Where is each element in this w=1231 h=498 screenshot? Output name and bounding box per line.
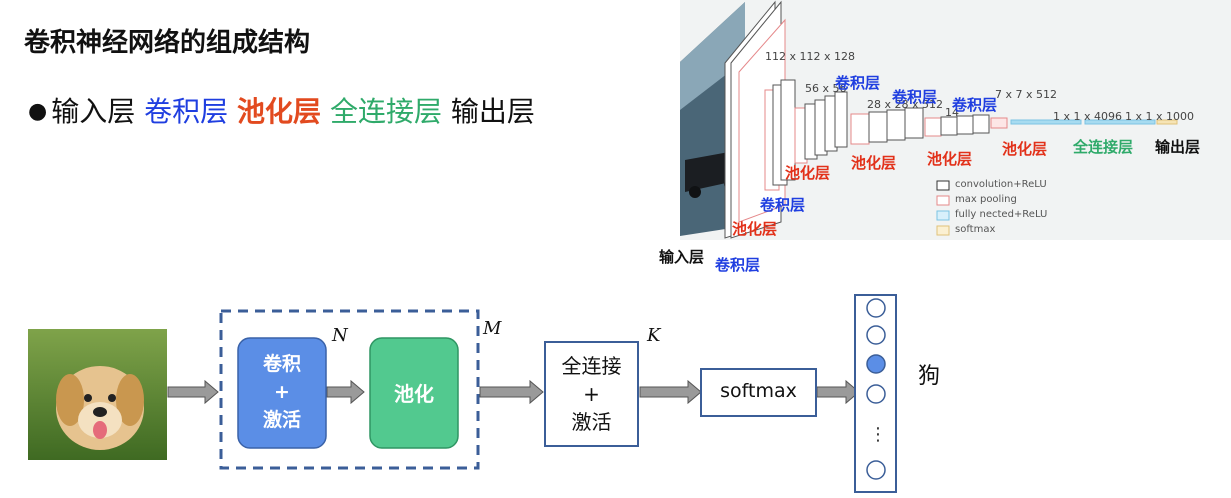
pool-box-label: 池化 [394, 382, 434, 406]
arrow-right-icon [167, 379, 219, 405]
annot-pool: 池化层 [1002, 140, 1048, 158]
layer-conv: 卷积层 [144, 95, 229, 128]
dim-label: 1 x 1 x 4096 [1053, 110, 1122, 123]
repeat-n-label: N [332, 325, 348, 346]
annot-conv: 卷积层 [952, 96, 998, 114]
annot-conv: 卷积层 [835, 74, 881, 92]
annot-fc: 全连接层 [1073, 138, 1134, 156]
annot-conv: 卷积层 [715, 256, 761, 274]
output-class-label: 狗 [918, 364, 941, 389]
legend-softmax-swatch [936, 225, 950, 236]
annot-pool: 池化层 [927, 150, 973, 168]
arrow-right-icon [816, 379, 860, 405]
annot-output: 输出层 [1155, 138, 1201, 156]
dim-label: 1 x 1 x 1000 [1125, 110, 1194, 123]
output-node [866, 325, 886, 345]
puppy-photo [28, 329, 167, 460]
annot-conv: 卷积层 [760, 196, 806, 214]
cnn-pipeline-diagram: 卷积 + 激活 池化 全连接 + 激活 softmax N M K ⋮ 狗 [0, 280, 1231, 498]
softmax-layer [1156, 119, 1178, 125]
repeat-frame [219, 309, 480, 470]
output-node [866, 460, 886, 480]
annot-pool: 池化层 [732, 220, 778, 238]
output-node-selected [866, 354, 886, 374]
fc-layer-1 [1010, 119, 1082, 125]
final-pool [990, 117, 1008, 129]
legend-fc-swatch [936, 210, 950, 221]
dim-label: 56 x 56 [805, 82, 847, 95]
layer-input: 输入层 [51, 95, 136, 128]
legend-label: convolution+ReLU [955, 179, 1047, 190]
fc-box-label: 全连接 + 激活 [561, 354, 622, 434]
pool-box [369, 337, 459, 449]
dim-label: 28 x 28 x 512 [867, 98, 943, 111]
layer-pool: 池化层 [237, 95, 322, 128]
layer-output: 输出层 [450, 95, 535, 128]
legend-label: fully nected+ReLU [955, 209, 1048, 220]
block4-pool [850, 113, 870, 145]
repeat-k-label: K [647, 325, 661, 346]
conv-box-label: 卷积 + 激活 [262, 353, 301, 431]
fc-layer-2 [1084, 119, 1156, 125]
layer-fc: 全连接层 [329, 95, 442, 128]
output-node [866, 298, 886, 318]
dim-label: 14 [945, 106, 959, 119]
legend-label: softmax [955, 224, 996, 235]
block5-pool [924, 117, 942, 137]
bullet-dot-icon: ● [28, 99, 48, 124]
softmax-box [700, 368, 817, 417]
pipeline-drawing [28, 294, 897, 493]
slide-title: 卷积神经网络的组成结构 [24, 28, 311, 58]
cnn-architecture-figure: 112 x 112 x 128 56 x 56 28 x 28 x 512 14… [655, 0, 1231, 280]
output-node [866, 384, 886, 404]
dim-label: 7 x 7 x 512 [995, 88, 1057, 101]
block4-conv [868, 111, 888, 143]
arrow-right-icon [639, 379, 702, 405]
legend-label: max pooling [955, 194, 1017, 205]
ellipsis-icon: ⋮ [869, 424, 887, 445]
annot-pool: 池化层 [851, 154, 897, 172]
dim-label: 112 x 112 x 128 [765, 50, 855, 63]
fc-activation-box [544, 341, 639, 447]
legend-pool-swatch [936, 195, 950, 206]
repeat-m-label: M [483, 318, 502, 339]
conv-activation-box [237, 337, 327, 449]
legend-conv-swatch [936, 180, 950, 191]
cnn-architecture-drawing [680, 0, 1231, 240]
layer-list: ●输入层 卷积层 池化层 全连接层 输出层 [28, 90, 535, 130]
arrow-right-icon [326, 379, 365, 405]
annot-conv: 卷积层 [892, 88, 938, 106]
arrow-right-icon [479, 379, 544, 405]
annot-pool: 池化层 [785, 164, 831, 182]
annot-input: 输入层 [659, 248, 705, 266]
block5-conv [940, 116, 958, 136]
softmax-label: softmax [720, 380, 797, 402]
